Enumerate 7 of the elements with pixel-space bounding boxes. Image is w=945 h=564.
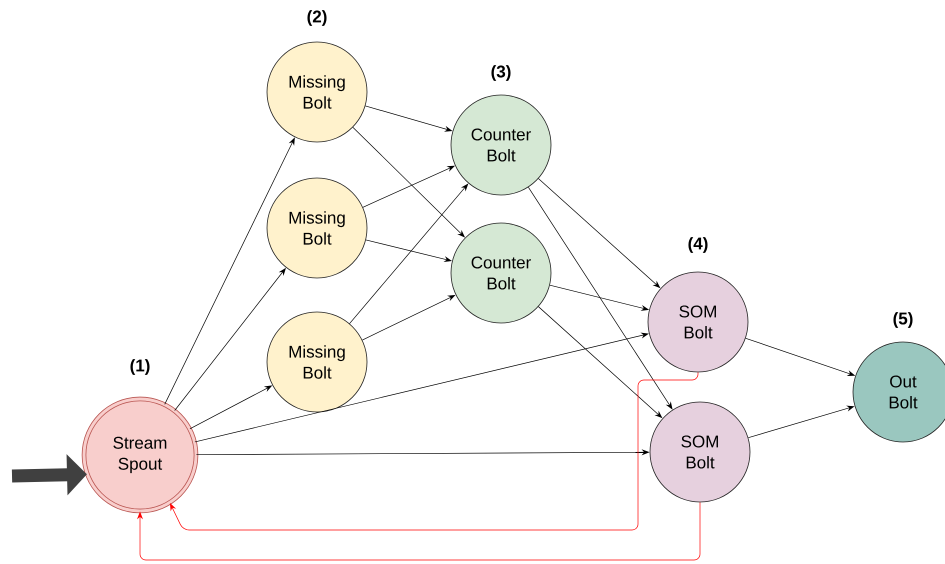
arrow [170,372,698,530]
stage-number: (5) [893,312,913,328]
stage-number: (4) [688,237,708,253]
stage-number: (1) [130,359,150,375]
stage-number: (3) [491,65,511,81]
arrow [136,502,700,560]
stage-number: (2) [307,10,327,26]
